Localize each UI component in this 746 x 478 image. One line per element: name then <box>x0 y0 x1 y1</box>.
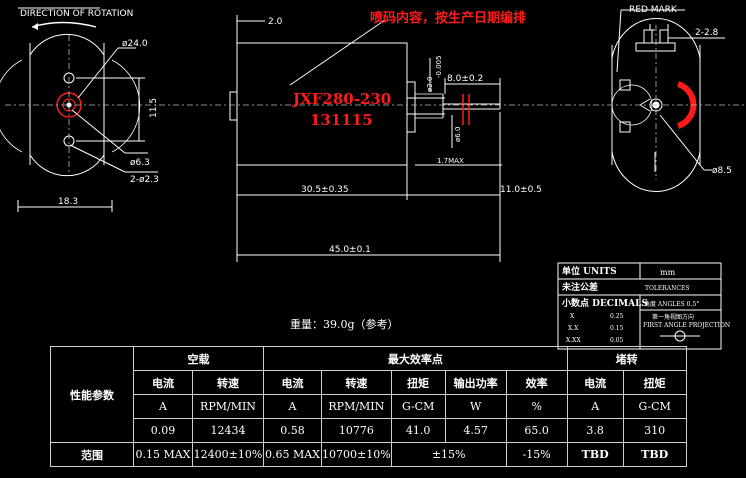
unit-cell: A <box>133 394 193 419</box>
tol-tolerances: TOLERANCES <box>645 285 689 292</box>
range-cell: 10700±10% <box>321 442 392 467</box>
tol-decimals: 小数点 DECIMALS <box>561 297 648 309</box>
header-cell: 电流 <box>133 370 193 395</box>
dim-18-3: 18.3 <box>58 197 78 207</box>
dim-shaft-dia: ø2.0 <box>426 77 434 92</box>
tol-row-v: 0.05 <box>610 337 624 344</box>
value-cell: 65.0 <box>505 418 568 443</box>
tol-note-label: 未注公差 <box>561 281 598 293</box>
range-cell: TBD <box>566 442 624 467</box>
performance-table: 性能参数 空载 最大效率点 堵转 电流 转速 电流 转速 扭矩 输出功率 效率 … <box>50 346 687 467</box>
model-code: JXF280-230 <box>291 90 391 108</box>
header-cell: 转速 <box>321 370 392 395</box>
tol-row-k: X <box>570 313 575 320</box>
unit-cell: W <box>444 394 507 419</box>
header-cell: 扭矩 <box>390 370 446 395</box>
dim-8-0: 8.0±0.2 <box>447 74 483 84</box>
range-cell: 0.15 MAX <box>133 442 193 467</box>
header-cell: 扭矩 <box>622 370 687 395</box>
side-view <box>229 15 502 262</box>
unit-cell: A <box>566 394 624 419</box>
group-stall: 堵转 <box>566 346 687 371</box>
tol-angle: 角度 ANGLES 0.5° <box>644 300 699 308</box>
dim-boss: ø6.0 <box>454 127 462 142</box>
unit-cell: RPM/MIN <box>192 394 264 419</box>
value-cell: 310 <box>622 418 687 443</box>
value-cell: 4.57 <box>444 418 507 443</box>
dim-1-7max: 1.7MAX <box>437 157 464 165</box>
dim-holes: 2-ø2.3 <box>130 175 159 185</box>
unit-cell: G-CM <box>390 394 446 419</box>
value-cell: 41.0 <box>390 418 446 443</box>
range-cell: -15% <box>505 442 568 467</box>
header-cell: 效率 <box>505 370 568 395</box>
date-code: 131115 <box>310 111 373 129</box>
unit-cell: A <box>263 394 322 419</box>
dim-11-0: 11.0±0.5 <box>500 185 542 195</box>
row-label-range: 范围 <box>50 442 134 467</box>
dim-2-2-8: 2-2.8 <box>695 28 719 38</box>
dim-dia-6-3: ø6.3 <box>130 158 150 168</box>
header-cell: 转速 <box>192 370 264 395</box>
tol-unit-label: 单位 UNITS <box>562 265 617 277</box>
tol-row-v: 0.15 <box>610 325 624 332</box>
range-cell: 12400±10% <box>192 442 264 467</box>
tol-projection-en: FIRST ANGLE PROJECTION <box>643 322 730 329</box>
dim-dia-24: ø24.0 <box>122 39 148 49</box>
red-mark-label: RED MARK <box>629 5 678 15</box>
dim-45-0: 45.0±0.1 <box>329 245 371 255</box>
dim-dia-8-5: ø8.5 <box>712 166 732 176</box>
value-cell: 0.58 <box>263 418 322 443</box>
weight-note: 重量：39.0g（参考） <box>290 318 399 331</box>
tol-projection-cn: 第一角视图方向 <box>652 313 694 321</box>
unit-cell: RPM/MIN <box>321 394 392 419</box>
unit-cell: % <box>505 394 568 419</box>
range-cell: 0.65 MAX <box>263 442 322 467</box>
tol-row-v: 0.25 <box>610 313 624 320</box>
group-max-efficiency: 最大效率点 <box>263 346 568 371</box>
row-label-performance: 性能参数 <box>50 346 134 443</box>
value-cell: 10776 <box>321 418 392 443</box>
rotation-label: DIRECTION OF ROTATION <box>20 9 133 19</box>
value-cell: 12434 <box>192 418 264 443</box>
tol-unit-value: mm <box>660 268 676 277</box>
spray-note: 喷码内容，按生产日期编排 <box>370 10 526 26</box>
header-cell: 电流 <box>566 370 624 395</box>
value-cell: 0.09 <box>133 418 193 443</box>
dim-30-5: 30.5±0.35 <box>301 185 349 195</box>
range-cell: ±15% <box>390 442 507 467</box>
header-cell: 输出功率 <box>444 370 507 395</box>
unit-cell: G-CM <box>622 394 687 419</box>
dim-shaft-tol: -0.005 <box>435 55 443 78</box>
tol-row-k: X.XX <box>566 337 581 344</box>
dim-2-0: 2.0 <box>268 17 283 27</box>
dim-11-5: 11.5 <box>149 98 159 118</box>
value-cell: 3.8 <box>566 418 624 443</box>
range-cell: TBD <box>622 442 687 467</box>
header-cell: 电流 <box>263 370 322 395</box>
tol-row-k: X.X <box>568 325 579 332</box>
group-no-load: 空载 <box>133 346 264 371</box>
